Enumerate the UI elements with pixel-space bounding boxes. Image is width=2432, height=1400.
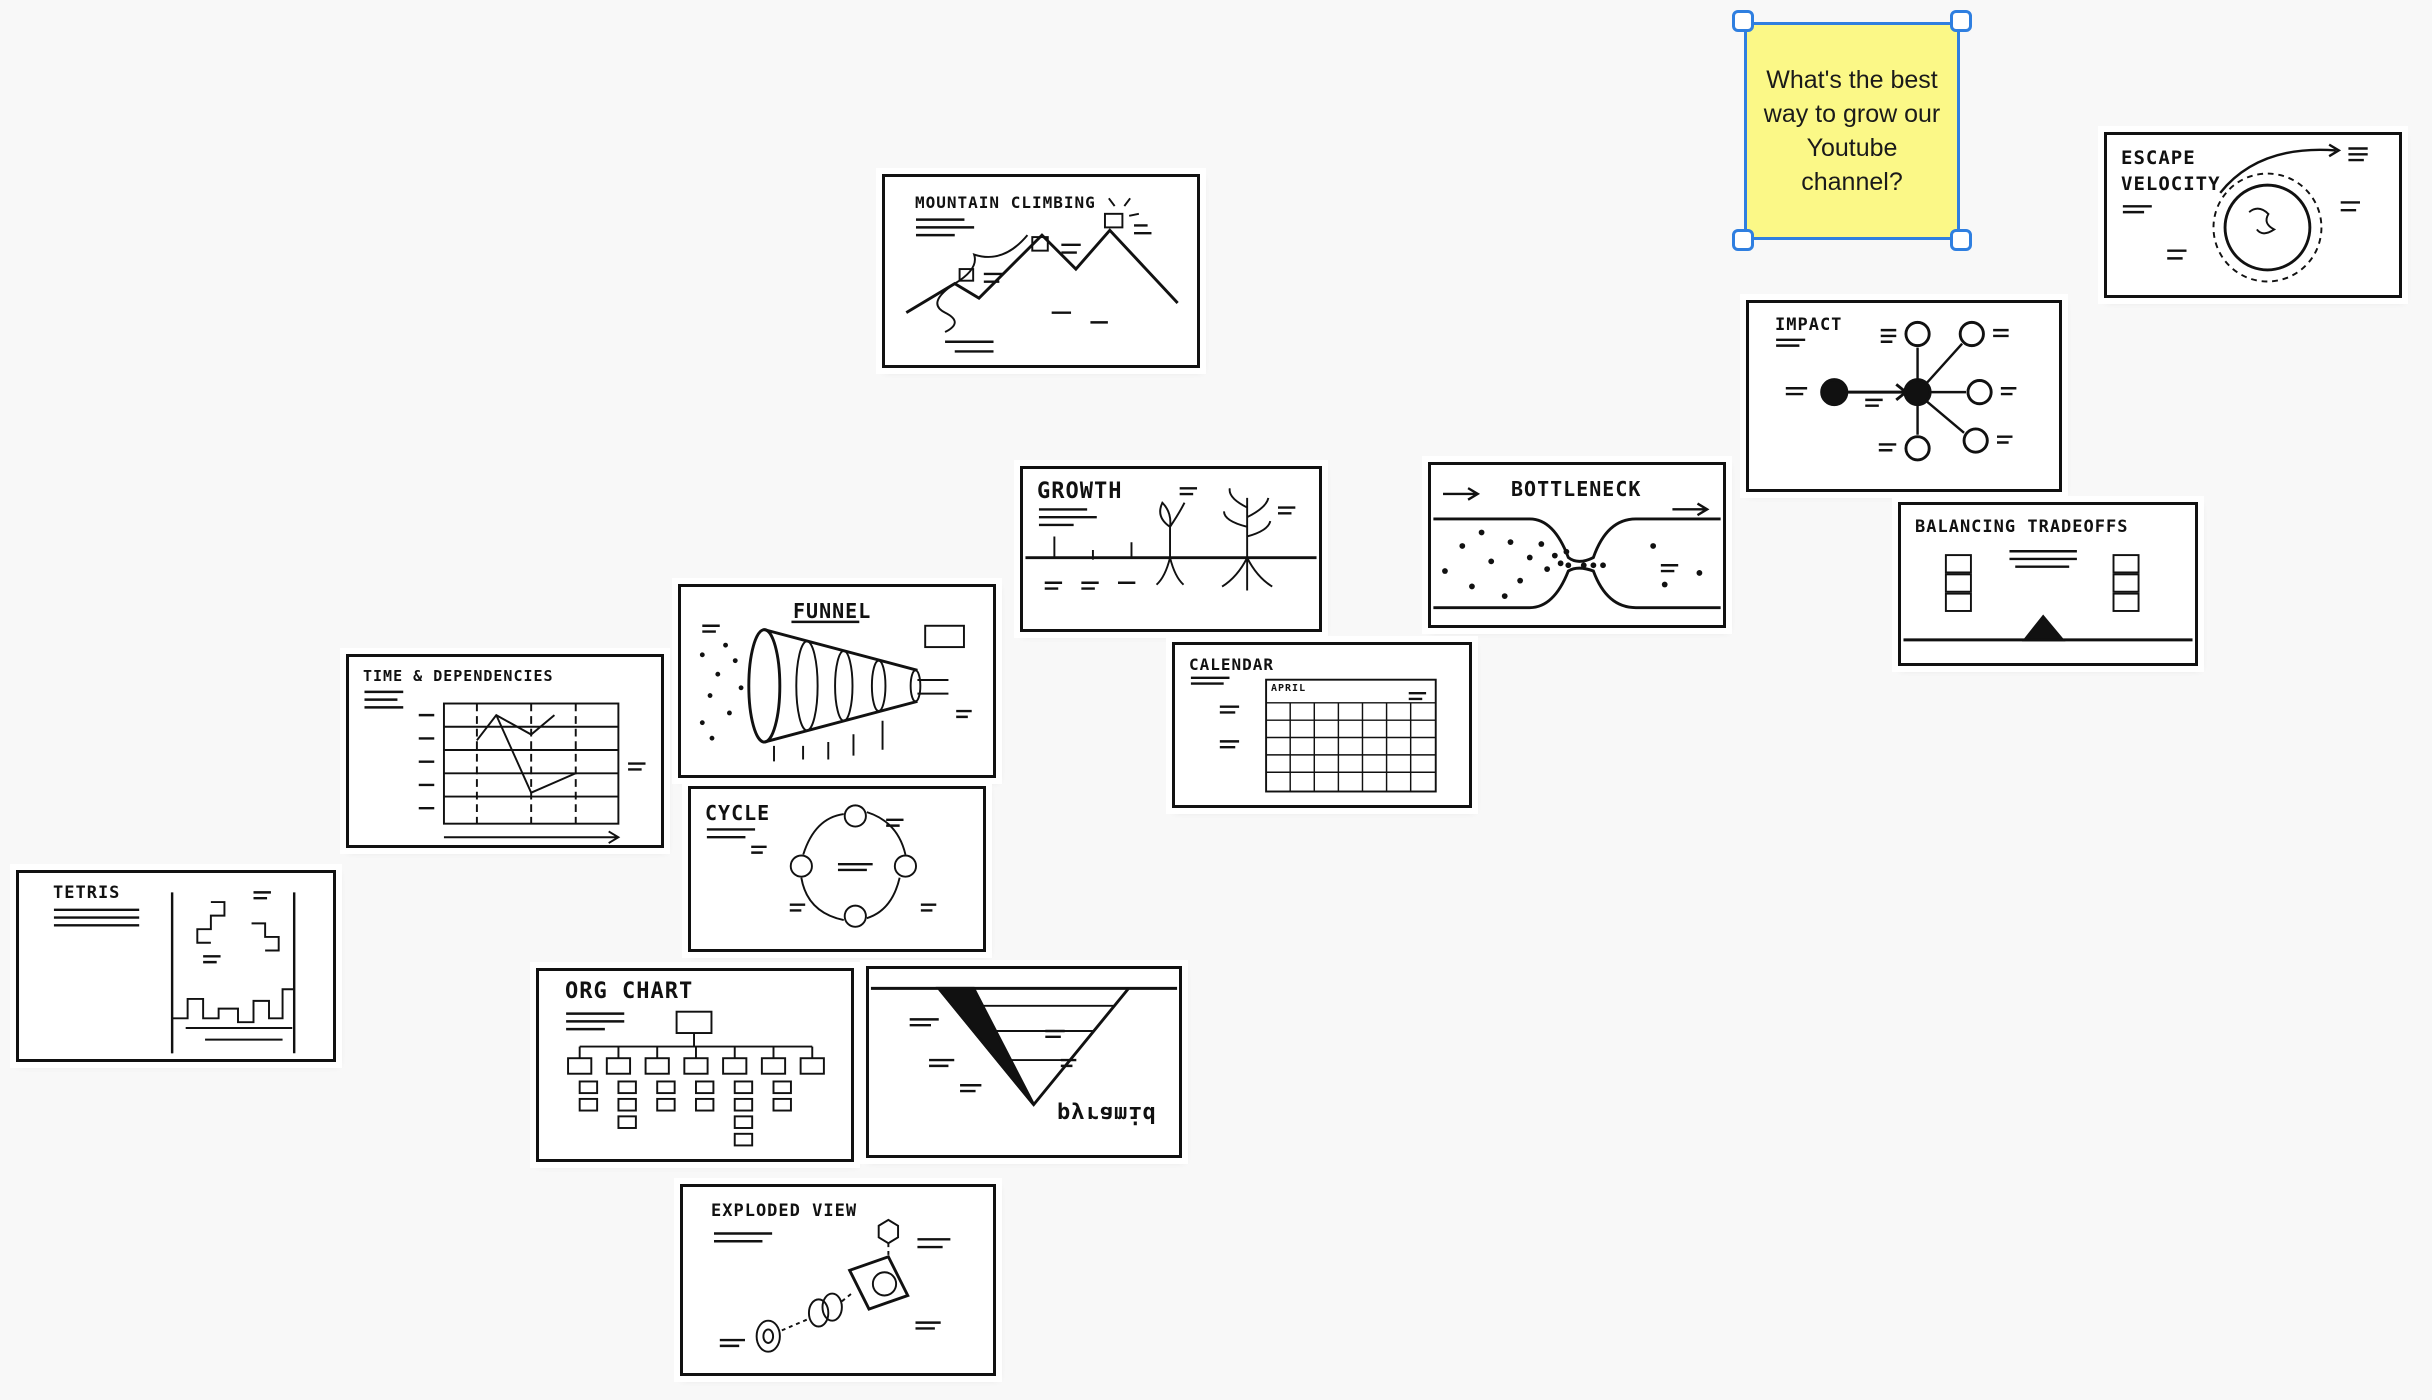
card-title-line1: ESCAPE <box>2121 147 2196 169</box>
card-title: BALANCING TRADEOFFS <box>1915 517 2129 537</box>
sticky-note-text[interactable]: What's the best way to grow our Youtube … <box>1763 66 1941 196</box>
card-title: TIME & DEPENDENCIES <box>363 667 554 685</box>
template-card-tetris[interactable]: TETRIS <box>16 870 336 1062</box>
bottleneck-illustration <box>1433 487 1721 610</box>
template-card-balancing-tradeoffs[interactable]: BALANCING TRADEOFFS <box>1898 502 2198 666</box>
sticky-note[interactable]: What's the best way to grow our Youtube … <box>1744 22 1960 240</box>
template-card-mountain-climbing[interactable]: MOUNTAIN CLIMBING <box>882 174 1200 368</box>
resize-handle-top-left[interactable] <box>1732 10 1754 32</box>
card-title: BOTTLENECK <box>1511 477 1642 501</box>
funnel-illustration <box>699 620 972 762</box>
template-card-impact[interactable]: IMPACT <box>1746 300 2062 492</box>
template-card-org-chart[interactable]: ORG CHART <box>536 968 854 1162</box>
exploded-view-illustration <box>714 1218 951 1353</box>
template-card-bottleneck[interactable]: BOTTLENECK <box>1428 462 1726 628</box>
escape-velocity-illustration <box>2122 143 2368 283</box>
template-card-exploded-view[interactable]: EXPLODED VIEW <box>680 1184 996 1376</box>
time-dependencies-illustration <box>364 690 646 844</box>
tetris-illustration <box>53 891 296 1054</box>
card-title-line2: VELOCITY <box>2121 173 2221 195</box>
template-card-calendar[interactable]: CALENDAR APRIL <box>1172 642 1472 808</box>
template-card-escape-velocity[interactable]: ESCAPE VELOCITY <box>2104 132 2402 298</box>
template-card-funnel[interactable]: FUNNEL <box>678 584 996 778</box>
card-title: IMPACT <box>1775 315 1843 335</box>
resize-handle-bottom-right[interactable] <box>1950 229 1972 251</box>
resize-handle-top-right[interactable] <box>1950 10 1972 32</box>
pyramid-illustration <box>870 986 1178 1107</box>
org-chart-illustration <box>566 1010 825 1147</box>
template-card-time-dependencies[interactable]: TIME & DEPENDENCIES <box>346 654 664 848</box>
card-title: GROWTH <box>1037 479 1123 504</box>
card-title: CALENDAR <box>1189 655 1275 674</box>
impact-illustration <box>1776 320 2017 462</box>
card-title: TETRIS <box>53 883 121 903</box>
cycle-illustration <box>706 804 937 928</box>
calendar-illustration <box>1190 676 1437 793</box>
calendar-month: APRIL <box>1271 683 1307 694</box>
resize-handle-bottom-left[interactable] <box>1732 229 1754 251</box>
template-card-pyramid[interactable]: pyramid <box>866 966 1182 1158</box>
card-title: MOUNTAIN CLIMBING <box>915 193 1096 212</box>
template-card-cycle[interactable]: CYCLE <box>688 786 986 952</box>
growth-illustration <box>1025 487 1317 591</box>
mountain-climbing-illustration <box>905 197 1179 353</box>
card-title: CYCLE <box>705 801 771 825</box>
balancing-tradeoffs-illustration <box>1903 550 2193 642</box>
template-card-growth[interactable]: GROWTH <box>1020 466 1322 632</box>
card-title: FUNNEL <box>793 599 872 623</box>
card-title: EXPLODED VIEW <box>711 1201 858 1221</box>
card-title: ORG CHART <box>565 979 694 1004</box>
